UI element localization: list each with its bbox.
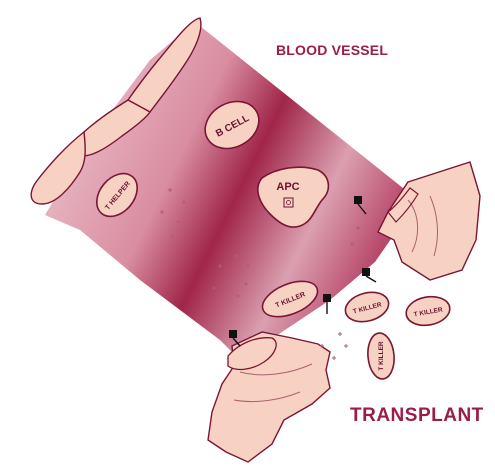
receptor-molecule [323, 294, 331, 314]
apc-label: APC [276, 181, 299, 193]
transplant-label: TRANSPLANT [350, 405, 484, 427]
t-killer-label: T KILLER [378, 341, 385, 371]
t-killer-cell: T KILLER [404, 293, 452, 328]
receptor-molecule [362, 268, 376, 282]
t-killer-cell: T KILLER [366, 332, 396, 380]
blood-vessel-label: BLOOD VESSEL [276, 42, 388, 58]
t-killer-cell: T KILLER [342, 288, 392, 326]
transplant-tissue [378, 162, 480, 280]
